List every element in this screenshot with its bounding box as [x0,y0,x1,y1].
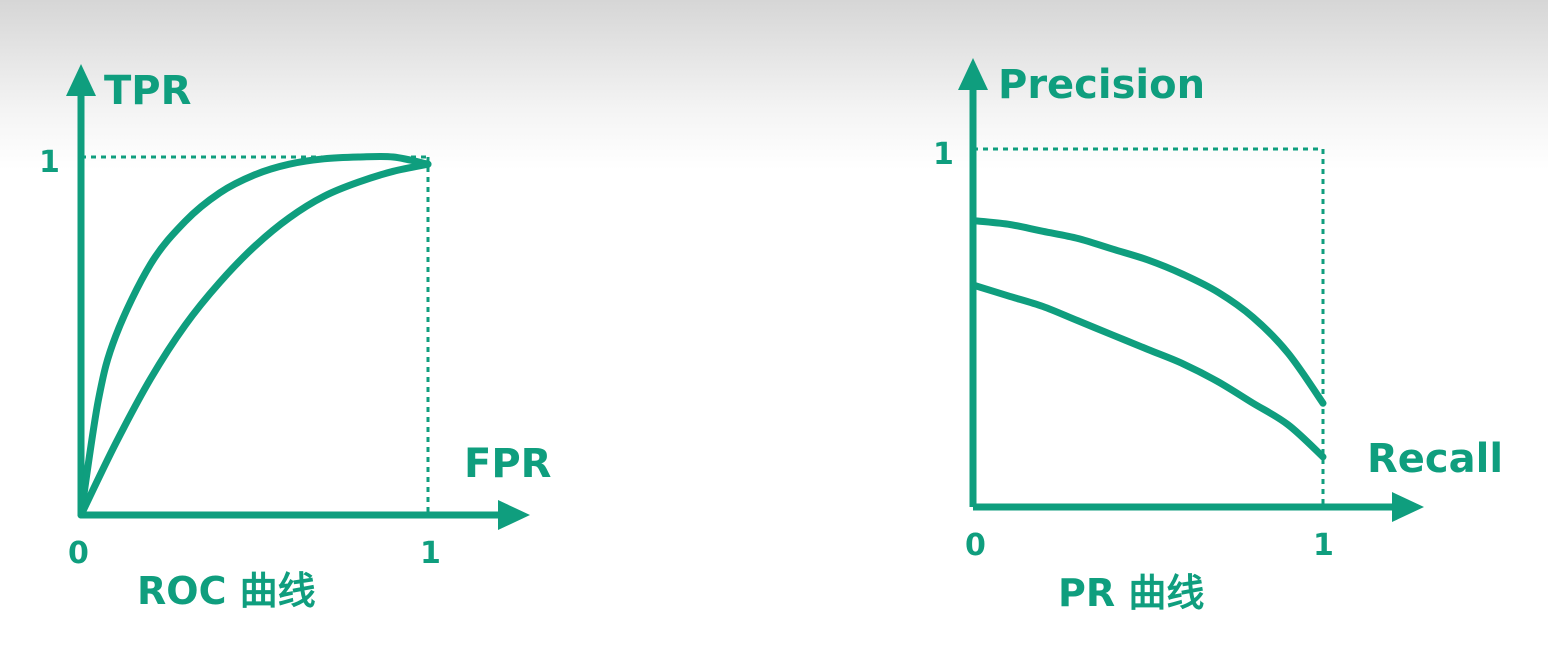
roc-chart: TPR FPR 1 0 1 ROC 曲线 [39,64,551,613]
pr-y-axis-label: Precision [998,62,1205,108]
pr-y-axis-arrow [958,58,988,90]
pr-tick-origin: 0 [965,528,986,563]
roc-tick-origin: 0 [68,536,89,571]
pr-series-1-line [969,217,1327,407]
roc-series-2-line [77,160,432,519]
roc-y-axis-label: TPR [104,68,191,114]
roc-x-axis-arrow [498,500,530,530]
pr-chart-caption: PR 曲线 [1058,571,1204,615]
pr-tick-x-1: 1 [1313,528,1334,563]
roc-tick-y-1: 1 [39,145,60,180]
pr-x-axis-label: Recall [1367,436,1503,482]
pr-x-axis-arrow [1392,492,1424,522]
roc-series-1-line [77,152,432,519]
pr-chart: Precision Recall 1 0 1 PR 曲线 [933,58,1503,615]
pr-series-2-line [969,281,1327,461]
roc-y-axis-arrow [66,64,96,96]
roc-chart-caption: ROC 曲线 [137,569,316,613]
pr-tick-y-1: 1 [933,137,954,172]
roc-x-axis-label: FPR [464,441,551,487]
roc-tick-x-1: 1 [420,536,441,571]
